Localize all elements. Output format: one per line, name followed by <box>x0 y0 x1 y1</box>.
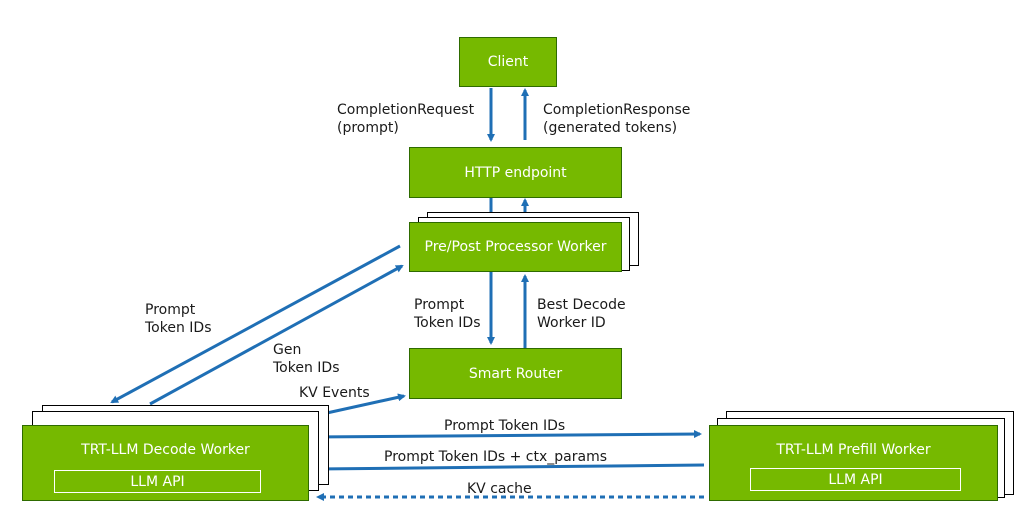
completion-request-label-1: CompletionRequest <box>337 102 475 118</box>
decode-llm-api-box: LLM API <box>54 470 261 493</box>
client-node: Client <box>459 37 557 87</box>
decode-llm-api-label: LLM API <box>130 473 185 490</box>
prefill-llm-api-label: LLM API <box>828 471 883 488</box>
prompt-token-ids-label: Prompt Token IDs <box>444 418 566 434</box>
arrow-decode-to-prefill <box>309 430 702 439</box>
processor-label: Pre/Post Processor Worker <box>424 239 607 255</box>
processor-node: Pre/Post Processor Worker <box>409 222 622 272</box>
best-decode-label-1: Best Decode <box>537 297 626 313</box>
prefill-worker-label: TRT-LLM Prefill Worker <box>776 442 931 458</box>
prefill-worker-node: TRT-LLM Prefill Worker LLM API <box>709 425 998 501</box>
completion-response-label-1: CompletionResponse <box>543 102 691 118</box>
kv-events-label: KV Events <box>299 385 370 401</box>
router-label: Smart Router <box>468 365 563 382</box>
arrow-prefill-to-decode <box>314 463 705 473</box>
kv-cache-label: KV cache <box>467 481 532 497</box>
prompt-ids-left-label-1: Prompt <box>145 302 196 318</box>
best-decode-label-2: Worker ID <box>537 315 606 331</box>
client-label: Client <box>487 54 529 70</box>
arrow-decode-to-processor <box>149 264 404 406</box>
decode-worker-label: TRT-LLM Decode Worker <box>81 442 250 458</box>
gen-ids-label-2: Token IDs <box>273 360 340 376</box>
prompt-ids-left-label-2: Token IDs <box>145 320 212 336</box>
decode-worker-node: TRT-LLM Decode Worker LLM API <box>22 425 309 501</box>
prompt-ids-router-label-2: Token IDs <box>414 315 481 331</box>
gen-ids-label-1: Gen <box>273 342 302 358</box>
prompt-ids-router-label-1: Prompt <box>414 297 465 313</box>
prefill-llm-api-box: LLM API <box>750 468 961 491</box>
prompt-ctx-params-label: Prompt Token IDs + ctx_params <box>384 449 607 465</box>
http-endpoint-label: HTTP endpoint <box>464 164 567 181</box>
arrow-processor-to-decode <box>110 244 401 404</box>
completion-request-label-2: (prompt) <box>337 120 399 136</box>
http-endpoint-node: HTTP endpoint <box>409 147 622 198</box>
completion-response-label-2: (generated tokens) <box>543 120 678 136</box>
router-node: Smart Router <box>409 348 622 399</box>
